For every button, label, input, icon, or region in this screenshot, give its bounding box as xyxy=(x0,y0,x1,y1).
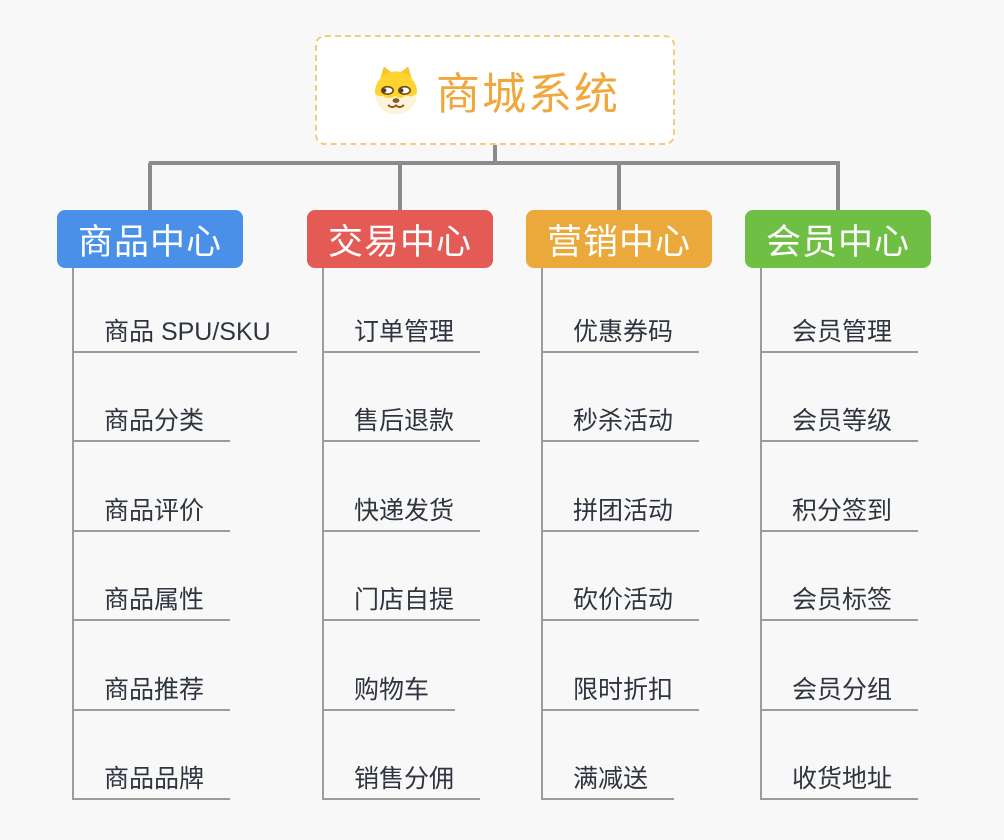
leaf-node[interactable]: 收货地址 xyxy=(760,754,919,800)
leaf-node-label: 商品品牌 xyxy=(104,765,205,793)
leaf-node-label: 商品 SPU/SKU xyxy=(104,318,271,346)
leaf-node[interactable]: 商品评价 xyxy=(72,486,231,532)
leaf-node-label: 门店自提 xyxy=(354,586,455,614)
leaf-node[interactable]: 商品推荐 xyxy=(72,665,231,711)
leaf-node[interactable]: 快递发货 xyxy=(322,486,481,532)
branch-node-product-center[interactable]: 商品中心 xyxy=(57,210,243,268)
branch-node-member-center[interactable]: 会员中心 xyxy=(745,210,931,268)
leaf-node[interactable]: 商品 SPU/SKU xyxy=(72,307,297,353)
leaf-node[interactable]: 商品分类 xyxy=(72,396,231,442)
leaf-node-label: 商品分类 xyxy=(104,407,205,435)
leaf-node-label: 优惠券码 xyxy=(573,318,674,346)
leaf-node[interactable]: 会员标签 xyxy=(760,575,919,621)
connector-spine-member xyxy=(760,268,762,800)
connector-drop-trade xyxy=(398,163,402,210)
connector-drop-member xyxy=(836,163,840,210)
leaf-node[interactable]: 购物车 xyxy=(322,665,456,711)
leaf-node-label: 积分签到 xyxy=(792,497,893,525)
leaf-node[interactable]: 会员分组 xyxy=(760,665,919,711)
branch-node-trade-center[interactable]: 交易中心 xyxy=(307,210,493,268)
leaf-node-label: 订单管理 xyxy=(354,318,455,346)
leaf-node[interactable]: 满减送 xyxy=(541,754,675,800)
connector-spine-marketing xyxy=(541,268,543,800)
leaf-node[interactable]: 积分签到 xyxy=(760,486,919,532)
leaf-node[interactable]: 门店自提 xyxy=(322,575,481,621)
connector-drop-product xyxy=(148,163,152,210)
connector-drop-marketing xyxy=(617,163,621,210)
leaf-node-label: 限时折扣 xyxy=(573,676,674,704)
leaf-node-label: 会员管理 xyxy=(792,318,893,346)
leaf-node[interactable]: 砍价活动 xyxy=(541,575,700,621)
leaf-node-label: 售后退款 xyxy=(354,407,455,435)
leaf-node-label: 会员等级 xyxy=(792,407,893,435)
leaf-node-label: 商品推荐 xyxy=(104,676,205,704)
connector-spine-product xyxy=(72,268,74,800)
leaf-node[interactable]: 限时折扣 xyxy=(541,665,700,711)
leaf-node[interactable]: 销售分佣 xyxy=(322,754,481,800)
leaf-node-label: 商品评价 xyxy=(104,497,205,525)
leaf-node[interactable]: 优惠券码 xyxy=(541,307,700,353)
leaf-node-label: 商品属性 xyxy=(104,586,205,614)
leaf-node[interactable]: 秒杀活动 xyxy=(541,396,700,442)
leaf-node-label: 购物车 xyxy=(354,676,430,704)
root-node-label: 商城系统 xyxy=(436,70,620,119)
connector-horizontal-bar xyxy=(149,161,840,165)
leaf-node[interactable]: 售后退款 xyxy=(322,396,481,442)
leaf-node[interactable]: 商品属性 xyxy=(72,575,231,621)
leaf-node[interactable]: 拼团活动 xyxy=(541,486,700,532)
leaf-node-label: 销售分佣 xyxy=(354,765,455,793)
leaf-node[interactable]: 商品品牌 xyxy=(72,754,231,800)
leaf-node[interactable]: 会员管理 xyxy=(760,307,919,353)
leaf-node-label: 满减送 xyxy=(573,765,649,793)
leaf-node-label: 砍价活动 xyxy=(573,586,674,614)
leaf-node-label: 拼团活动 xyxy=(573,497,674,525)
leaf-node-label: 快递发货 xyxy=(354,497,455,525)
leaf-node-label: 秒杀活动 xyxy=(573,407,674,435)
connector-root-drop xyxy=(493,143,497,164)
branch-node-marketing-center[interactable]: 营销中心 xyxy=(526,210,712,268)
dog-icon xyxy=(370,64,422,116)
connector-spine-trade xyxy=(322,268,324,800)
root-node[interactable]: 商城系统 xyxy=(315,35,675,145)
leaf-node-label: 收货地址 xyxy=(792,765,893,793)
leaf-node-label: 会员标签 xyxy=(792,586,893,614)
leaf-node[interactable]: 会员等级 xyxy=(760,396,919,442)
leaf-node-label: 会员分组 xyxy=(792,676,893,704)
leaf-node[interactable]: 订单管理 xyxy=(322,307,481,353)
